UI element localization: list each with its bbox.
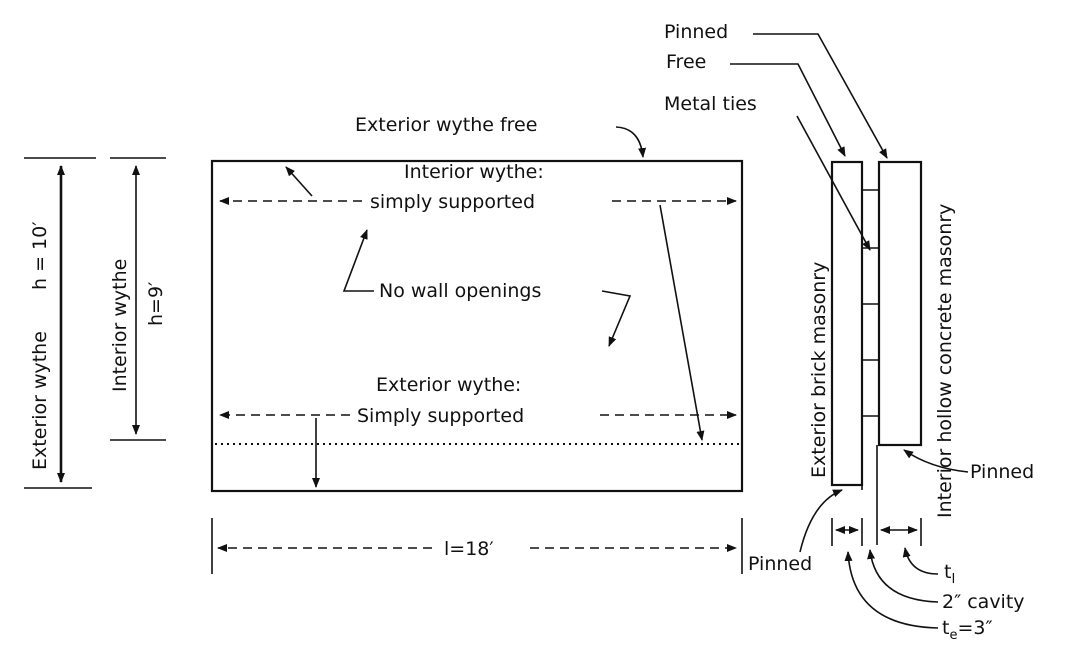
label-exterior-brick-masonry: Exterior brick masonry — [808, 262, 830, 478]
leader-interior-corner — [285, 166, 313, 197]
label-no-wall-openings: No wall openings — [379, 280, 541, 302]
label-interior-wythe-vertical: Interior wythe — [109, 259, 131, 392]
leader-t-e — [844, 551, 939, 629]
leader-t-i — [902, 547, 939, 575]
leader-interior-to-dotted — [659, 204, 705, 441]
label-exterior-simply-line1: Exterior wythe: — [376, 374, 521, 396]
label-exterior-wythe-vertical: Exterior wythe — [29, 331, 51, 470]
label-cavity: 2″ cavity — [942, 591, 1025, 613]
label-interior-hollow-concrete: Interior hollow concrete masonry — [934, 204, 956, 518]
label-h-int: h=9′ — [145, 282, 167, 326]
label-t-i: tI — [944, 561, 955, 587]
leader-metal-ties — [796, 115, 871, 251]
leader-cavity — [867, 549, 939, 603]
leader-openings-right — [601, 290, 632, 347]
interior-block-section — [877, 160, 923, 447]
label-t-e-value: =3″ — [957, 617, 992, 639]
label-exterior-wythe-free: Exterior wythe free — [355, 114, 537, 136]
label-t-e: te=3″ — [942, 617, 993, 643]
label-interior-simply-line1: Interior wythe: — [404, 161, 544, 183]
leader-exterior-free — [615, 126, 647, 158]
label-length: l=18′ — [444, 538, 494, 560]
leader-pinned-bottom — [799, 489, 843, 553]
label-pinned-right: Pinned — [970, 461, 1034, 483]
label-pinned-top: Pinned — [664, 21, 728, 43]
label-pinned-bottom: Pinned — [748, 553, 812, 575]
label-interior-simply-line2: simply supported — [370, 191, 535, 213]
exterior-brick-section — [830, 160, 864, 487]
label-h-ext: h = 10′ — [29, 221, 51, 290]
leader-pinned-right — [903, 449, 969, 473]
label-free-top: Free — [666, 51, 706, 73]
label-t-i-sub: I — [951, 572, 955, 587]
label-exterior-simply-line2: Simply supported — [357, 405, 524, 427]
label-metal-ties: Metal ties — [664, 93, 757, 115]
metal-ties — [862, 189, 879, 417]
leader-pinned-top — [753, 33, 888, 159]
label-t-e-sub: e — [949, 628, 957, 643]
wall-elevation — [210, 159, 744, 493]
leader-openings-left — [342, 229, 374, 292]
leader-free-top — [730, 63, 846, 157]
